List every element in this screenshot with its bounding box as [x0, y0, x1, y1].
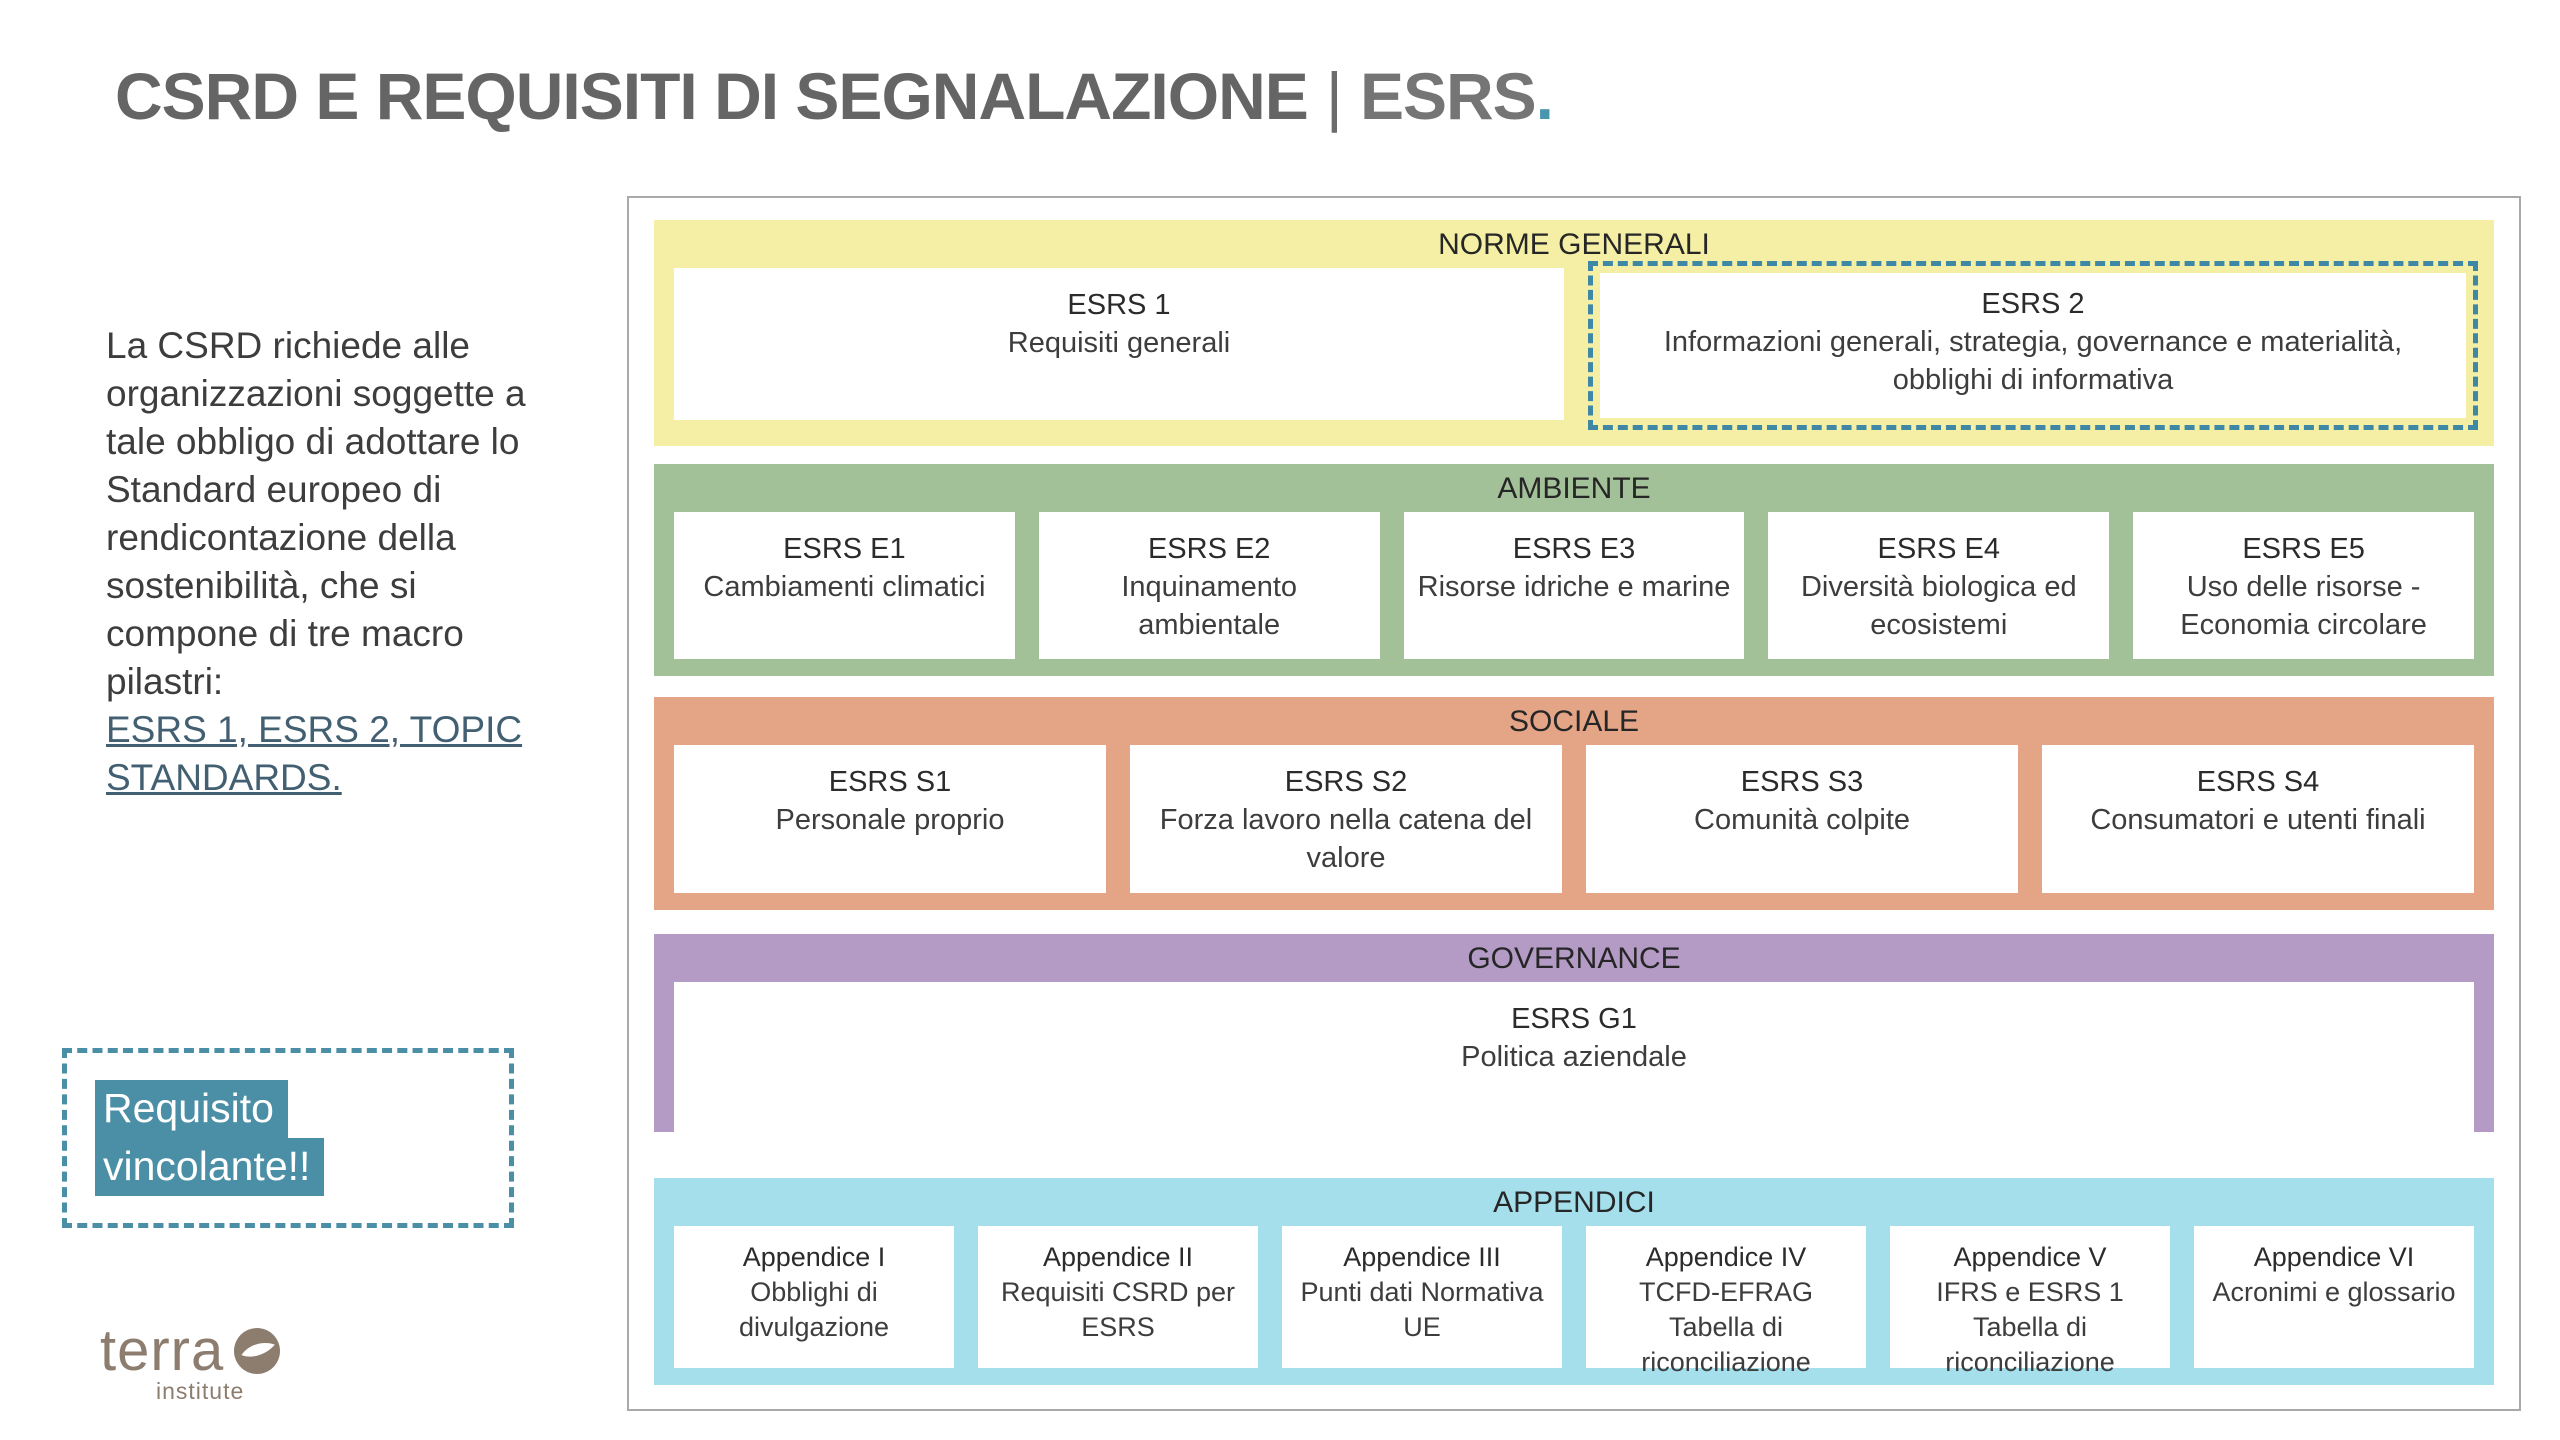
card-title: Appendice I	[742, 1242, 886, 1272]
note-line-2: vincolante!!	[95, 1138, 325, 1196]
card-subtitle: TCFD-EFRAG Tabella di riconciliazione	[1639, 1277, 1813, 1377]
section-label-norme-generali: NORME GENERALI	[1438, 228, 1710, 261]
section-label-ambiente: AMBIENTE	[1497, 472, 1651, 505]
title-divider: |	[1325, 59, 1343, 133]
intro-line: pilastri:	[106, 661, 224, 702]
card-esrs-e2: ESRS E2 Inquinamento ambientale	[1038, 512, 1380, 659]
section-row: ESRS G1 Politica aziendale	[674, 982, 2474, 1132]
card-appendice-3: Appendice III Punti dati Normativa UE	[1282, 1226, 1562, 1368]
card-subtitle: Informazioni generali, strategia, govern…	[1663, 326, 2403, 396]
card-title: ESRS 1	[1067, 289, 1171, 321]
slide-title: CSRD E REQUISITI DI SEGNALAZIONE|ESRS.	[115, 58, 1554, 134]
esrs2-highlight-outline: ESRS 2 Informazioni generali, strategia,…	[1588, 261, 2478, 430]
intro-line: tale obbligo di adottare lo	[106, 421, 520, 462]
section-row: ESRS E1 Cambiamenti climatici ESRS E2 In…	[674, 512, 2474, 659]
card-esrs-e3: ESRS E3 Risorse idriche e marine	[1403, 512, 1745, 659]
card-subtitle: IFRS e ESRS 1 Tabella di riconciliazione	[1936, 1277, 2124, 1377]
card-title: ESRS G1	[1511, 1003, 1637, 1035]
card-subtitle: Requisiti CSRD per ESRS	[1000, 1277, 1236, 1342]
card-subtitle: Cambiamenti climatici	[703, 571, 986, 603]
card-subtitle: Forza lavoro nella catena del valore	[1159, 804, 1533, 874]
card-appendice-1: Appendice I Obblighi di divulgazione	[674, 1226, 954, 1368]
title-main: CSRD E REQUISITI DI SEGNALAZIONE	[115, 59, 1309, 133]
section-label-appendici: APPENDICI	[1493, 1186, 1655, 1219]
section-row: Appendice I Obblighi di divulgazione App…	[674, 1226, 2474, 1377]
section-row: ESRS S1 Personale proprio ESRS S2 Forza …	[674, 745, 2474, 893]
section-row: ESRS 1 Requisiti generali ESRS 2 Informa…	[674, 261, 2478, 430]
section-norme-generali: NORME GENERALI ESRS 1 Requisiti generali…	[654, 220, 2494, 446]
card-subtitle: Acronimi e glossario	[2212, 1277, 2456, 1307]
card-appendice-4: Appendice IV TCFD-EFRAG Tabella di ricon…	[1586, 1226, 1866, 1377]
card-title: Appendice II	[1042, 1242, 1194, 1272]
intro-line: organizzazioni soggette a	[106, 373, 526, 414]
esrs-diagram: NORME GENERALI ESRS 1 Requisiti generali…	[627, 196, 2521, 1411]
card-subtitle: Risorse idriche e marine	[1417, 571, 1731, 603]
card-title: ESRS E3	[1512, 533, 1636, 565]
logo-wordmark: terra	[100, 1318, 225, 1383]
standards-link[interactable]: STANDARDS.	[106, 757, 342, 798]
card-title: ESRS S4	[2196, 766, 2320, 798]
note-line-1: Requisito	[95, 1080, 288, 1138]
card-title: ESRS S3	[1740, 766, 1864, 798]
logo-subtitle: institute	[156, 1378, 245, 1404]
card-esrs-1: ESRS 1 Requisiti generali	[674, 268, 1564, 420]
card-title: Appendice VI	[2253, 1242, 2415, 1272]
card-esrs-e1: ESRS E1 Cambiamenti climatici	[674, 512, 1015, 659]
card-subtitle: Consumatori e utenti finali	[2090, 804, 2426, 836]
card-subtitle: Inquinamento ambientale	[1121, 571, 1298, 641]
card-appendice-2: Appendice II Requisiti CSRD per ESRS	[978, 1226, 1258, 1368]
card-esrs-2: ESRS 2 Informazioni generali, strategia,…	[1600, 273, 2466, 418]
card-esrs-g1: ESRS G1 Politica aziendale	[674, 982, 2474, 1132]
card-title: Appendice V	[1953, 1242, 2107, 1272]
intro-line: La CSRD richiede alle	[106, 325, 471, 366]
section-governance: GOVERNANCE ESRS G1 Politica aziendale	[654, 934, 2494, 1132]
terra-logo: terra institute	[100, 1318, 281, 1405]
card-esrs-s4: ESRS S4 Consumatori e utenti finali	[2042, 745, 2474, 893]
card-title: ESRS S2	[1284, 766, 1408, 798]
card-esrs-e4: ESRS E4 Diversità biologica ed ecosistem…	[1768, 512, 2110, 659]
card-title: ESRS E4	[1877, 533, 2001, 565]
card-title: ESRS 2	[1981, 288, 2085, 320]
section-label-governance: GOVERNANCE	[1467, 942, 1681, 975]
card-subtitle: Politica aziendale	[1461, 1041, 1687, 1073]
card-subtitle: Comunità colpite	[1694, 804, 1910, 836]
card-esrs-s1: ESRS S1 Personale proprio	[674, 745, 1106, 893]
card-esrs-s3: ESRS S3 Comunità colpite	[1586, 745, 2018, 893]
card-subtitle: Diversità biologica ed ecosistemi	[1800, 571, 2077, 641]
card-appendice-6: Appendice VI Acronimi e glossario	[2194, 1226, 2474, 1368]
card-title: ESRS E2	[1147, 533, 1271, 565]
card-title: Appendice IV	[1645, 1242, 1807, 1272]
section-sociale: SOCIALE ESRS S1 Personale proprio ESRS S…	[654, 697, 2494, 910]
logo-row: terra	[100, 1318, 281, 1383]
terra-leaf-icon	[234, 1328, 281, 1374]
note-lines: Requisito vincolante!!	[95, 1080, 325, 1196]
section-ambiente: AMBIENTE ESRS E1 Cambiamenti climatici E…	[654, 464, 2494, 676]
card-subtitle: Obblighi di divulgazione	[738, 1277, 890, 1342]
card-title: Appendice III	[1343, 1242, 1501, 1272]
binding-note-box: Requisito vincolante!!	[62, 1048, 514, 1228]
intro-line: sostenibilità, che si	[106, 565, 417, 606]
card-subtitle: Uso delle risorse - Economia circolare	[2180, 571, 2427, 641]
card-esrs-s2: ESRS S2 Forza lavoro nella catena del va…	[1130, 745, 1562, 893]
card-subtitle: Punti dati Normativa UE	[1300, 1277, 1544, 1342]
card-appendice-5: Appendice V IFRS e ESRS 1 Tabella di ric…	[1890, 1226, 2170, 1377]
standards-link[interactable]: ESRS 1, ESRS 2, TOPIC	[106, 709, 523, 750]
section-label-sociale: SOCIALE	[1508, 705, 1640, 738]
intro-line: rendicontazione della	[106, 517, 456, 558]
intro-line: compone di tre macro	[106, 613, 464, 654]
section-appendici: APPENDICI Appendice I Obblighi di divulg…	[654, 1178, 2494, 1385]
card-subtitle: Personale proprio	[775, 804, 1005, 836]
card-title: ESRS S1	[828, 766, 952, 798]
intro-line: Standard europeo di	[106, 469, 442, 510]
card-title: ESRS E1	[783, 533, 906, 565]
title-accent-dot: .	[1535, 59, 1554, 133]
card-subtitle: Requisiti generali	[1007, 327, 1231, 359]
card-title: ESRS E5	[2242, 533, 2365, 565]
card-esrs-e5: ESRS E5 Uso delle risorse - Economia cir…	[2133, 512, 2474, 659]
title-esrs: ESRS	[1359, 59, 1537, 133]
intro-text-block: La CSRD richiede alle organizzazioni sog…	[106, 322, 584, 802]
